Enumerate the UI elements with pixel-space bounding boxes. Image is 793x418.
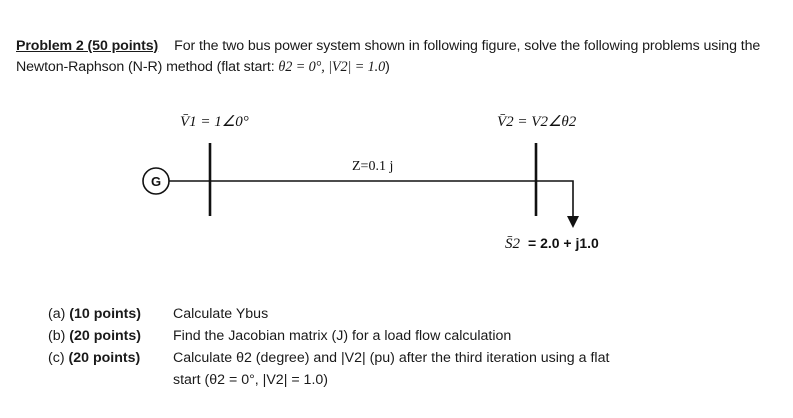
- line-impedance-label: Z=0.1 j: [352, 159, 393, 174]
- problem-c: (c) (20 points) Calculate θ2 (degree) an…: [48, 347, 778, 369]
- load-arrow: [567, 216, 579, 228]
- problem-list: (a) (10 points) Calculate Ybus (b) (20 p…: [48, 303, 778, 391]
- problem-a: (a) (10 points) Calculate Ybus: [48, 303, 778, 325]
- problem-c-letter: (c): [48, 350, 65, 366]
- problem-b-points: (20 points): [69, 328, 142, 344]
- problem-a-letter: (a): [48, 306, 66, 322]
- bus-2-voltage: V̄2 = V2∠θ2: [497, 114, 577, 130]
- flat-start-condition: θ2 = 0°, |V2| = 1.0: [278, 59, 386, 75]
- problem-b: (b) (20 points) Find the Jacobian matrix…: [48, 325, 778, 347]
- problem-a-text: Calculate Ybus: [173, 306, 269, 322]
- generator-label: G: [151, 174, 161, 189]
- problem-c-points: (20 points): [68, 350, 141, 366]
- problem-title: Problem 2 (50 points): [16, 38, 159, 54]
- problem-statement: Problem 2 (50 points)For the two bus pow…: [16, 36, 778, 78]
- load-power-symbol: S̄2: [505, 236, 521, 252]
- bus-1-voltage: V̄1 = 1∠0°: [180, 114, 249, 130]
- load-lead: [536, 180, 574, 217]
- problem-description-end: ): [385, 59, 390, 75]
- problem-c-text: Calculate θ2 (degree) and |V2| (pu) afte…: [173, 350, 610, 366]
- problem-b-letter: (b): [48, 328, 66, 344]
- problem-a-points: (10 points): [69, 306, 142, 322]
- problem-c-continuation: start (θ2 = 0°, |V2| = 1.0): [173, 372, 328, 388]
- problem-description: For the two bus power system shown in fo…: [16, 38, 761, 75]
- load-power-value: = 2.0 + j1.0: [528, 235, 599, 251]
- problem-b-text: Find the Jacobian matrix (J) for a load …: [173, 328, 512, 344]
